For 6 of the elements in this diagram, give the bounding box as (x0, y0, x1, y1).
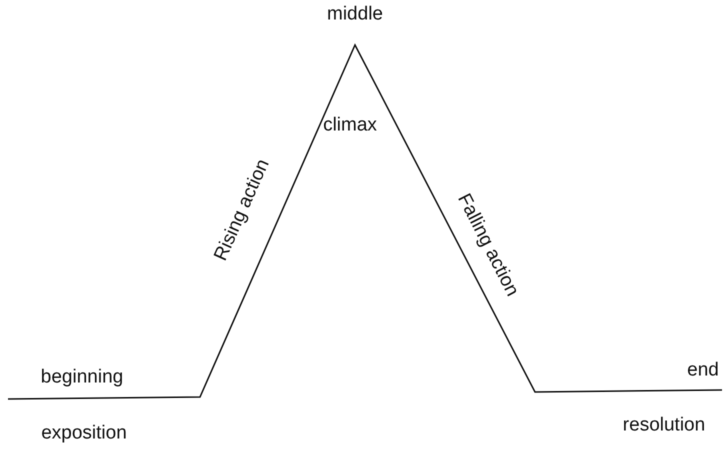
plot-label: exposition (41, 424, 127, 442)
plot-label: resolution (622, 416, 706, 434)
plot-label: beginning (40, 368, 124, 386)
plot-label: climax (323, 116, 377, 134)
plot-label: middle (327, 4, 383, 24)
plot-label: end (687, 360, 719, 380)
